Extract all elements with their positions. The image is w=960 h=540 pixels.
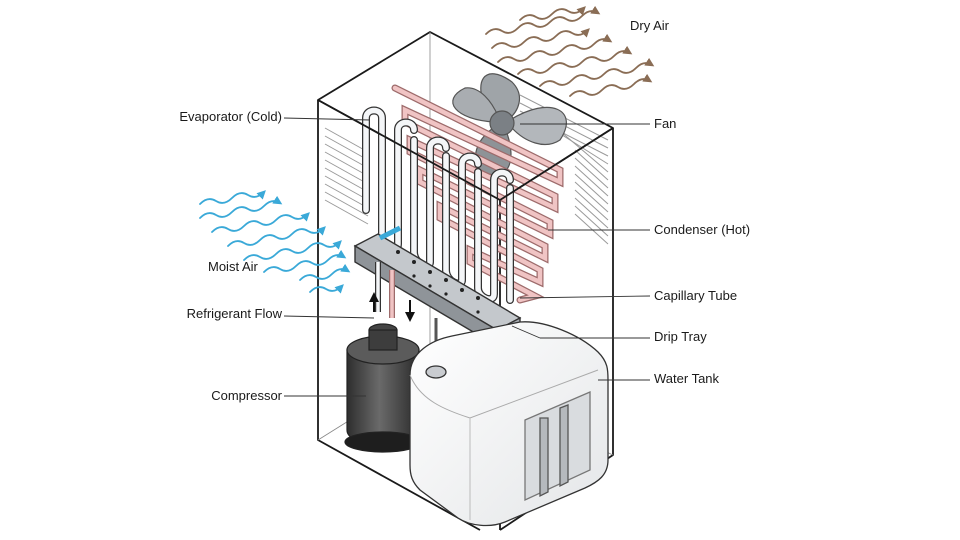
label-water-tank: Water Tank: [654, 371, 720, 386]
dry-air-arrows: [485, 5, 655, 97]
label-capillary-tube: Capillary Tube: [654, 288, 738, 303]
leader-refrigerant: [283, 315, 375, 319]
label-dry-air: Dry Air: [630, 18, 669, 33]
water-drops: [396, 250, 480, 363]
leader-lines: [283, 117, 651, 397]
label-evaporator: Evaporator (Cold): [179, 109, 282, 124]
label-compressor: Compressor: [211, 388, 282, 403]
refrigerant-flow-arrows: [369, 292, 415, 322]
water-tank: [409, 321, 609, 527]
condenser-coils: [391, 84, 564, 304]
leader-capillary: [519, 295, 651, 299]
label-condenser: Condenser (Hot): [654, 222, 751, 237]
refrigerant-pipes: [375, 262, 395, 318]
moist-air-arrows: [199, 190, 351, 294]
label-moist-air: Moist Air: [208, 259, 258, 274]
leader-evaporator: [283, 117, 371, 121]
label-drip-tray: Drip Tray: [654, 329, 707, 344]
label-refrigerant-flow: Refrigerant Flow: [186, 306, 282, 321]
compressor: [344, 323, 422, 453]
cabinet-front: [317, 99, 614, 201]
leader-drip-tray: [511, 325, 541, 339]
label-fan: Fan: [654, 116, 677, 131]
